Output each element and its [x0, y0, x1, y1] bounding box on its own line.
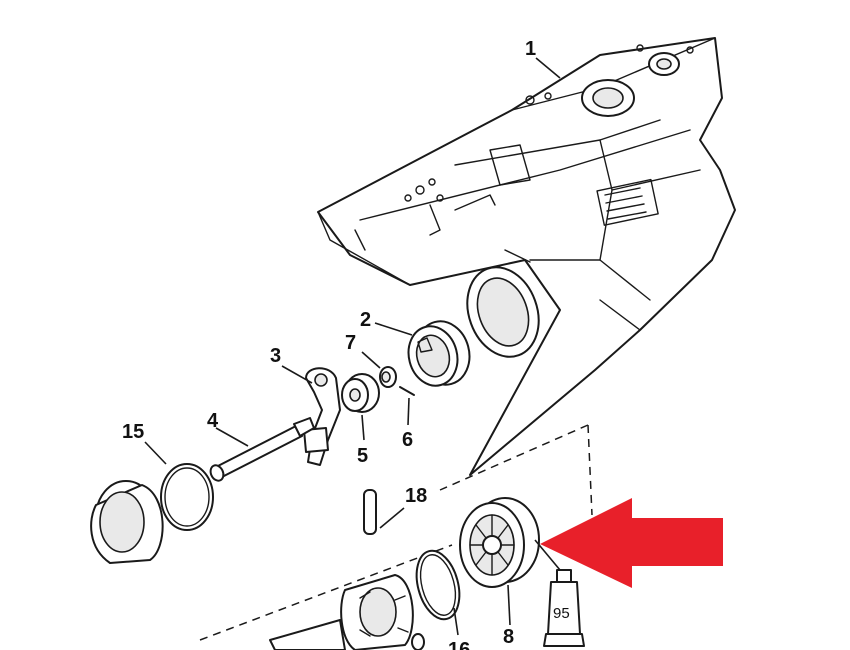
part-1-gear-housing: [317, 37, 736, 476]
part-6-roll-pin: [399, 386, 415, 396]
tube-label: 95: [553, 605, 570, 622]
part-8-bearing: [459, 497, 540, 588]
callout-15: 15: [122, 421, 144, 443]
callout-7: 7: [345, 332, 356, 354]
callout-6: 6: [402, 429, 413, 451]
part-16-o-ring: [415, 549, 461, 621]
clutch-and-propshaft: [269, 574, 425, 650]
part-4-shaft: [209, 417, 315, 482]
part-18-dowel-pin: [363, 489, 377, 535]
part-7-bushing: [379, 366, 397, 388]
part-15-o-ring: [160, 463, 214, 531]
lubricant-tube-95: 95: [543, 569, 585, 647]
callout-2: 2: [360, 309, 371, 331]
part-5-wheel: [341, 373, 380, 413]
callout-1: 1: [525, 38, 536, 60]
part-3-shift-lever: [303, 367, 341, 466]
callout-5: 5: [357, 445, 368, 467]
arrow-left-icon: [540, 498, 723, 588]
callout-labels: 1 2 3 4 5 6 7 8 15 16 18: [122, 38, 536, 650]
callout-8: 8: [503, 626, 514, 648]
part-15-bearing-carrier: [90, 480, 164, 564]
callout-18: 18: [405, 485, 427, 507]
dashed-assembly-boundary: [199, 424, 593, 641]
leader-lines: [144, 57, 561, 636]
part-2-bearing-ring: [407, 320, 471, 387]
callout-16: 16: [448, 639, 470, 650]
callout-4: 4: [207, 410, 219, 432]
callout-3: 3: [270, 345, 281, 367]
